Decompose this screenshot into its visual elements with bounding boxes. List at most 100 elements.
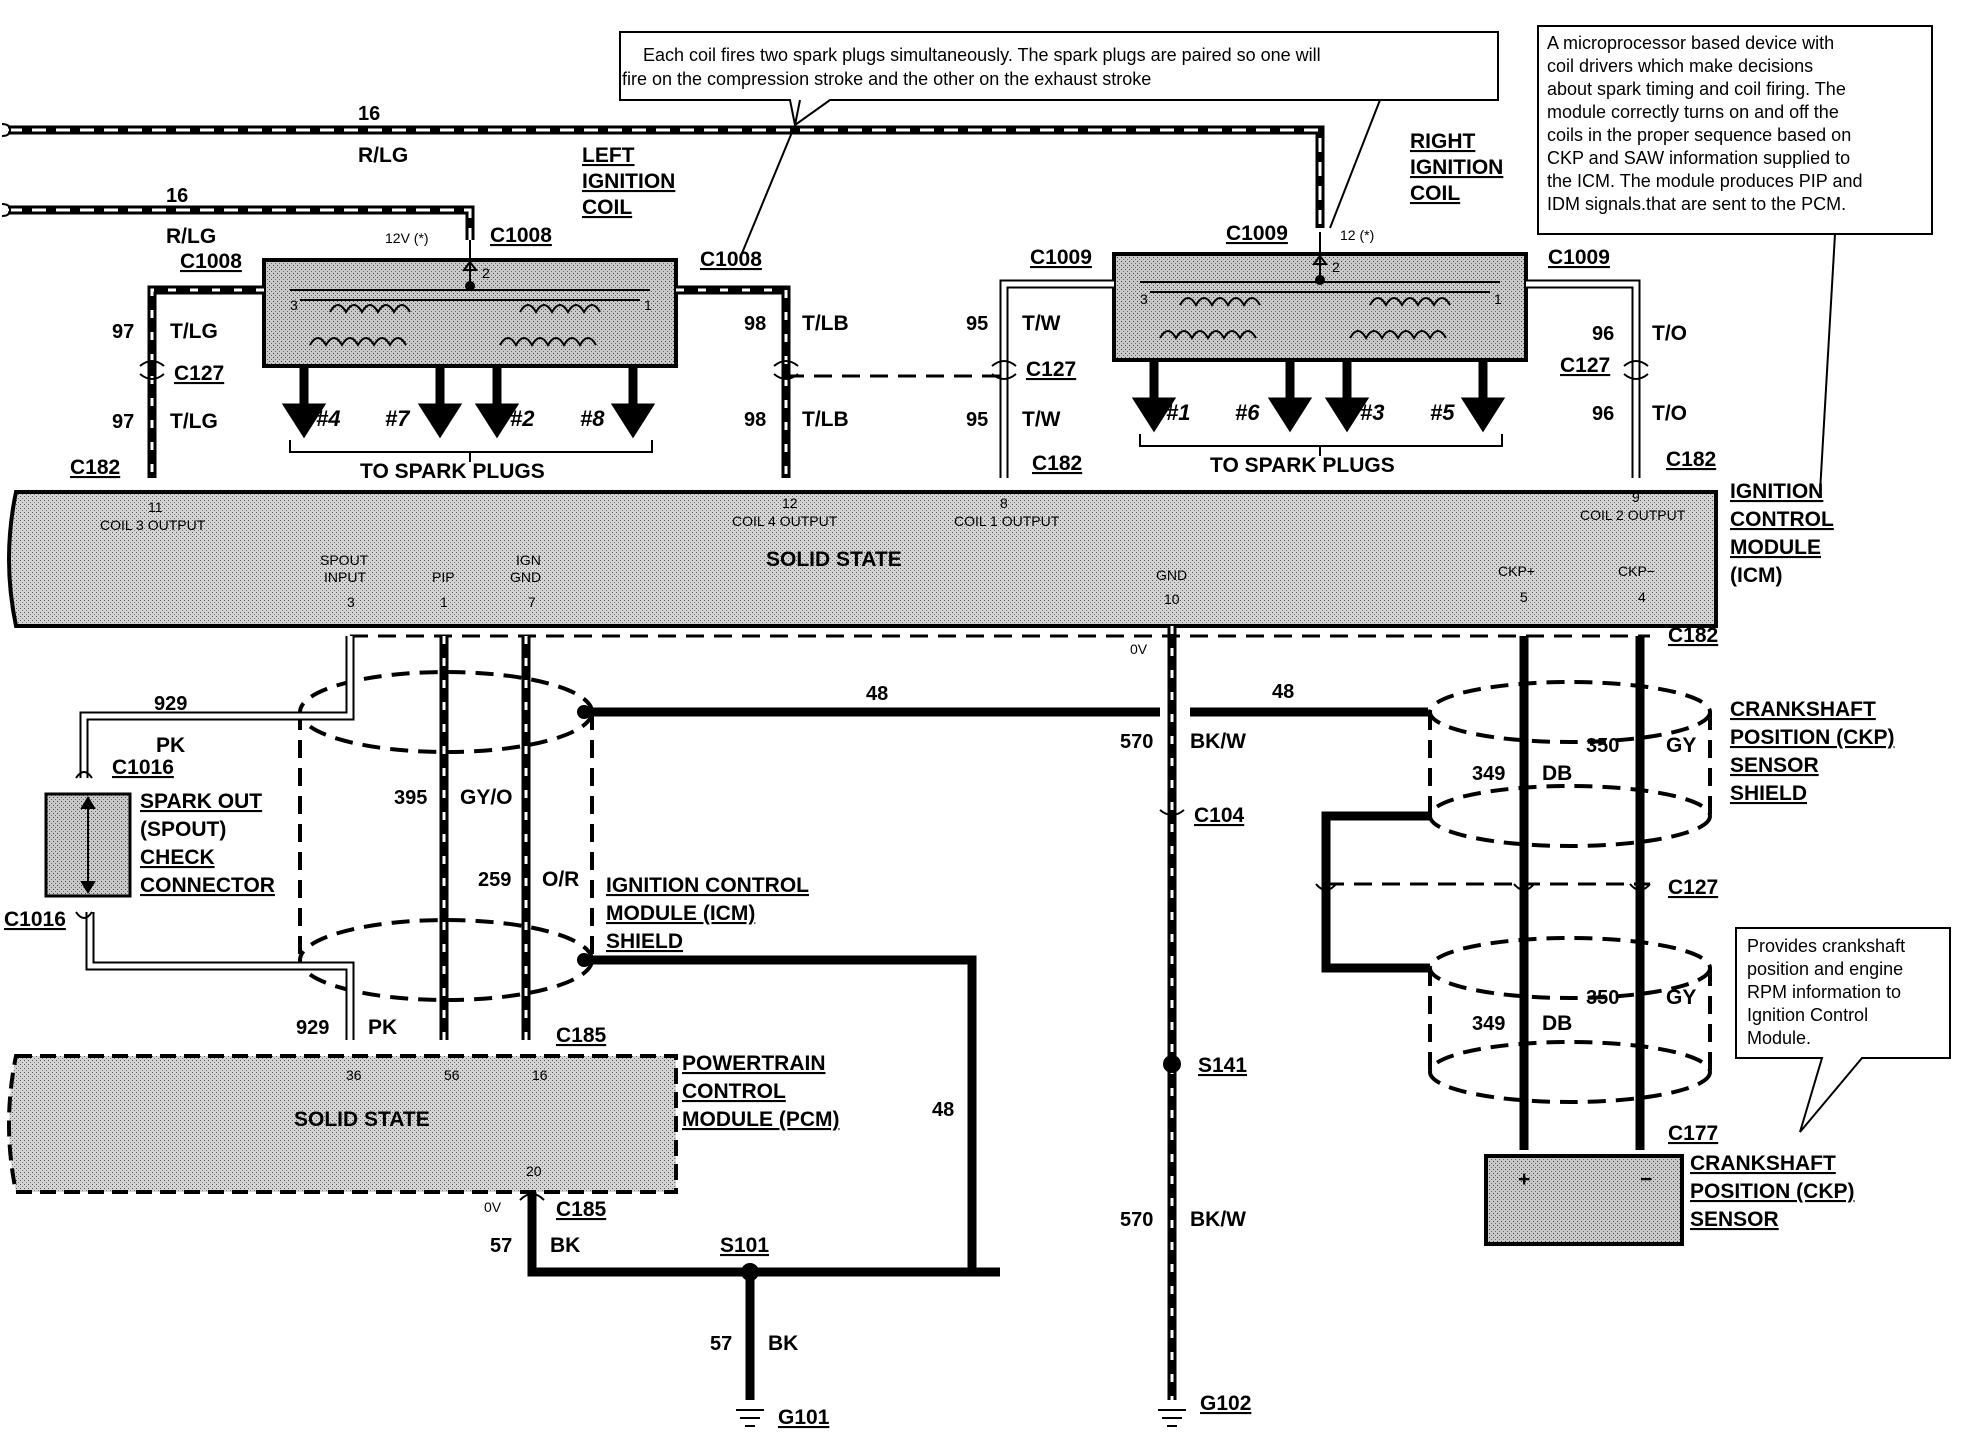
wire-number-350: 350: [1586, 987, 1619, 1009]
wire-number-16: 16: [166, 185, 188, 207]
wire-number-57: 57: [710, 1333, 732, 1355]
wire-color-db: DB: [1542, 762, 1572, 785]
power-wire-second: [1, 203, 475, 240]
wire-48: [584, 707, 1428, 1277]
pcm-title: CONTROL: [682, 1080, 786, 1103]
icm-pin-spout: SPOUT: [320, 552, 369, 568]
spark-plug-6: #6: [1235, 400, 1260, 425]
splice-s101: S101: [720, 1234, 769, 1257]
right-coil-title: COIL: [1410, 182, 1460, 205]
wire-color-gy: GY: [1666, 986, 1696, 1009]
right-coil-title: IGNITION: [1410, 156, 1503, 179]
icm-note-line: the ICM. The module produces PIP and: [1547, 171, 1863, 191]
connector-c127: C127: [1560, 354, 1610, 377]
ckp-shield-title: SENSOR: [1730, 754, 1819, 777]
pcm-solid-state-label: SOLID STATE: [294, 1108, 430, 1131]
icm-note-line: CKP and SAW information supplied to: [1547, 148, 1850, 168]
wire-color-bkw: BK/W: [1190, 1208, 1246, 1231]
ckp-note-line: Provides crankshaft: [1747, 936, 1905, 956]
icm-pin-coil2-label: COIL 2 OUTPUT: [1580, 507, 1686, 523]
spout-title: SPARK OUT: [140, 790, 262, 813]
icm-pin-ign: IGN: [516, 552, 541, 568]
connector-c1008: C1008: [180, 250, 242, 273]
connector-c182: C182: [70, 456, 120, 479]
icm-title: MODULE: [1730, 536, 1821, 559]
spout-title: CHECK: [140, 846, 215, 869]
ckp-note: Provides crankshaft position and engine …: [1735, 927, 1951, 1133]
pcm-title: MODULE (PCM): [682, 1108, 839, 1131]
left-spark-plug-arrows: [281, 366, 656, 462]
icm-pin-ckp-plus: CKP+: [1498, 563, 1535, 579]
coil-note: Each coil fires two spark plugs simultan…: [619, 31, 1499, 259]
icm-pin-gnd10: GND: [1156, 567, 1187, 583]
wire-number-95: 95: [966, 313, 988, 335]
coil-terminal-2: 2: [482, 265, 490, 281]
ckp-shield-lower: [1428, 936, 1712, 1104]
ckp-sensor-minus: −: [1640, 1168, 1652, 1191]
connector-c127: C127: [174, 362, 224, 385]
icm-pin-4: 4: [1638, 589, 1646, 605]
wire-95: [991, 279, 1114, 478]
wire-number-97: 97: [112, 411, 134, 433]
pcm-title: POWERTRAIN: [682, 1052, 826, 1075]
pcm-pin-56: 56: [444, 1067, 460, 1083]
wire-color-pk: PK: [156, 734, 185, 757]
ckp-sensor-title: SENSOR: [1690, 1208, 1779, 1231]
coil-terminal-3: 3: [1140, 291, 1148, 307]
pcm-pin-36: 36: [346, 1067, 362, 1083]
left-coil-title: COIL: [582, 196, 632, 219]
connector-c185: C185: [556, 1198, 607, 1221]
wire-color-bk: BK: [768, 1332, 798, 1355]
coil-note-line1: Each coil fires two spark plugs simultan…: [643, 45, 1321, 65]
wire-color-rlg: R/LG: [358, 144, 408, 167]
spark-plug-7: #7: [385, 406, 411, 431]
ckp-shield-title: SHIELD: [1730, 782, 1807, 805]
wire-number-97: 97: [112, 321, 134, 343]
pcm-pin-20: 20: [526, 1163, 542, 1179]
spark-plug-3: #3: [1360, 400, 1384, 425]
wire-number-929: 929: [154, 693, 187, 715]
spout-title: (SPOUT): [140, 818, 226, 841]
wire-number-57: 57: [490, 1235, 512, 1257]
coil-terminal-1: 1: [1494, 291, 1502, 307]
icm-pin-7: 7: [528, 594, 536, 610]
to-spark-plugs-label: TO SPARK PLUGS: [1210, 454, 1395, 477]
wire-color-tw: T/W: [1022, 312, 1061, 335]
wire-number-570: 570: [1120, 1209, 1153, 1231]
coil-terminal-3: 3: [290, 297, 298, 313]
wire-number-395: 395: [394, 787, 427, 809]
wire-97: [139, 285, 264, 478]
to-spark-plugs-label: TO SPARK PLUGS: [360, 460, 545, 483]
wire-color-to: T/O: [1652, 322, 1687, 345]
icm-shield-title: MODULE (ICM): [606, 902, 755, 925]
wire-number-929: 929: [296, 1017, 329, 1039]
powertrain-control-module: SOLID STATE 36 56 16 20: [7, 1054, 678, 1194]
wire-number-48: 48: [932, 1099, 954, 1121]
wire-color-bk: BK: [550, 1234, 580, 1257]
coil-terminal-1: 1: [644, 297, 652, 313]
icm-pin-8: 8: [1000, 495, 1008, 511]
wire-color-or: O/R: [542, 868, 579, 891]
wire-number-570: 570: [1120, 731, 1153, 753]
ckp-shield-title: CRANKSHAFT: [1730, 698, 1876, 721]
icm-pin-spout-input: INPUT: [324, 569, 366, 585]
ckp-sensor: + −: [1484, 1154, 1684, 1246]
ground-g101: G101: [778, 1406, 830, 1429]
spark-plug-5: #5: [1430, 400, 1455, 425]
wire-color-bkw: BK/W: [1190, 730, 1246, 753]
icm-shield-title: IGNITION CONTROL: [606, 874, 809, 897]
wire-570: [1158, 626, 1186, 1427]
icm-pin-12: 12: [782, 495, 798, 511]
icm-solid-state-label: SOLID STATE: [766, 548, 902, 571]
wire-98: [676, 285, 799, 478]
wire-color-tlg: T/LG: [170, 320, 218, 343]
icm-note-line: coil drivers which make decisions: [1547, 56, 1813, 76]
wire-number-98: 98: [744, 313, 766, 335]
connector-c182: C182: [1668, 624, 1718, 647]
connector-c127: C127: [1668, 876, 1718, 899]
icm-pin-11: 11: [148, 499, 163, 515]
wire-color-tlb: T/LB: [802, 408, 849, 431]
wire-color-pk: PK: [368, 1016, 397, 1039]
wire-color-tw: T/W: [1022, 408, 1061, 431]
wire-number-48: 48: [1272, 681, 1294, 703]
